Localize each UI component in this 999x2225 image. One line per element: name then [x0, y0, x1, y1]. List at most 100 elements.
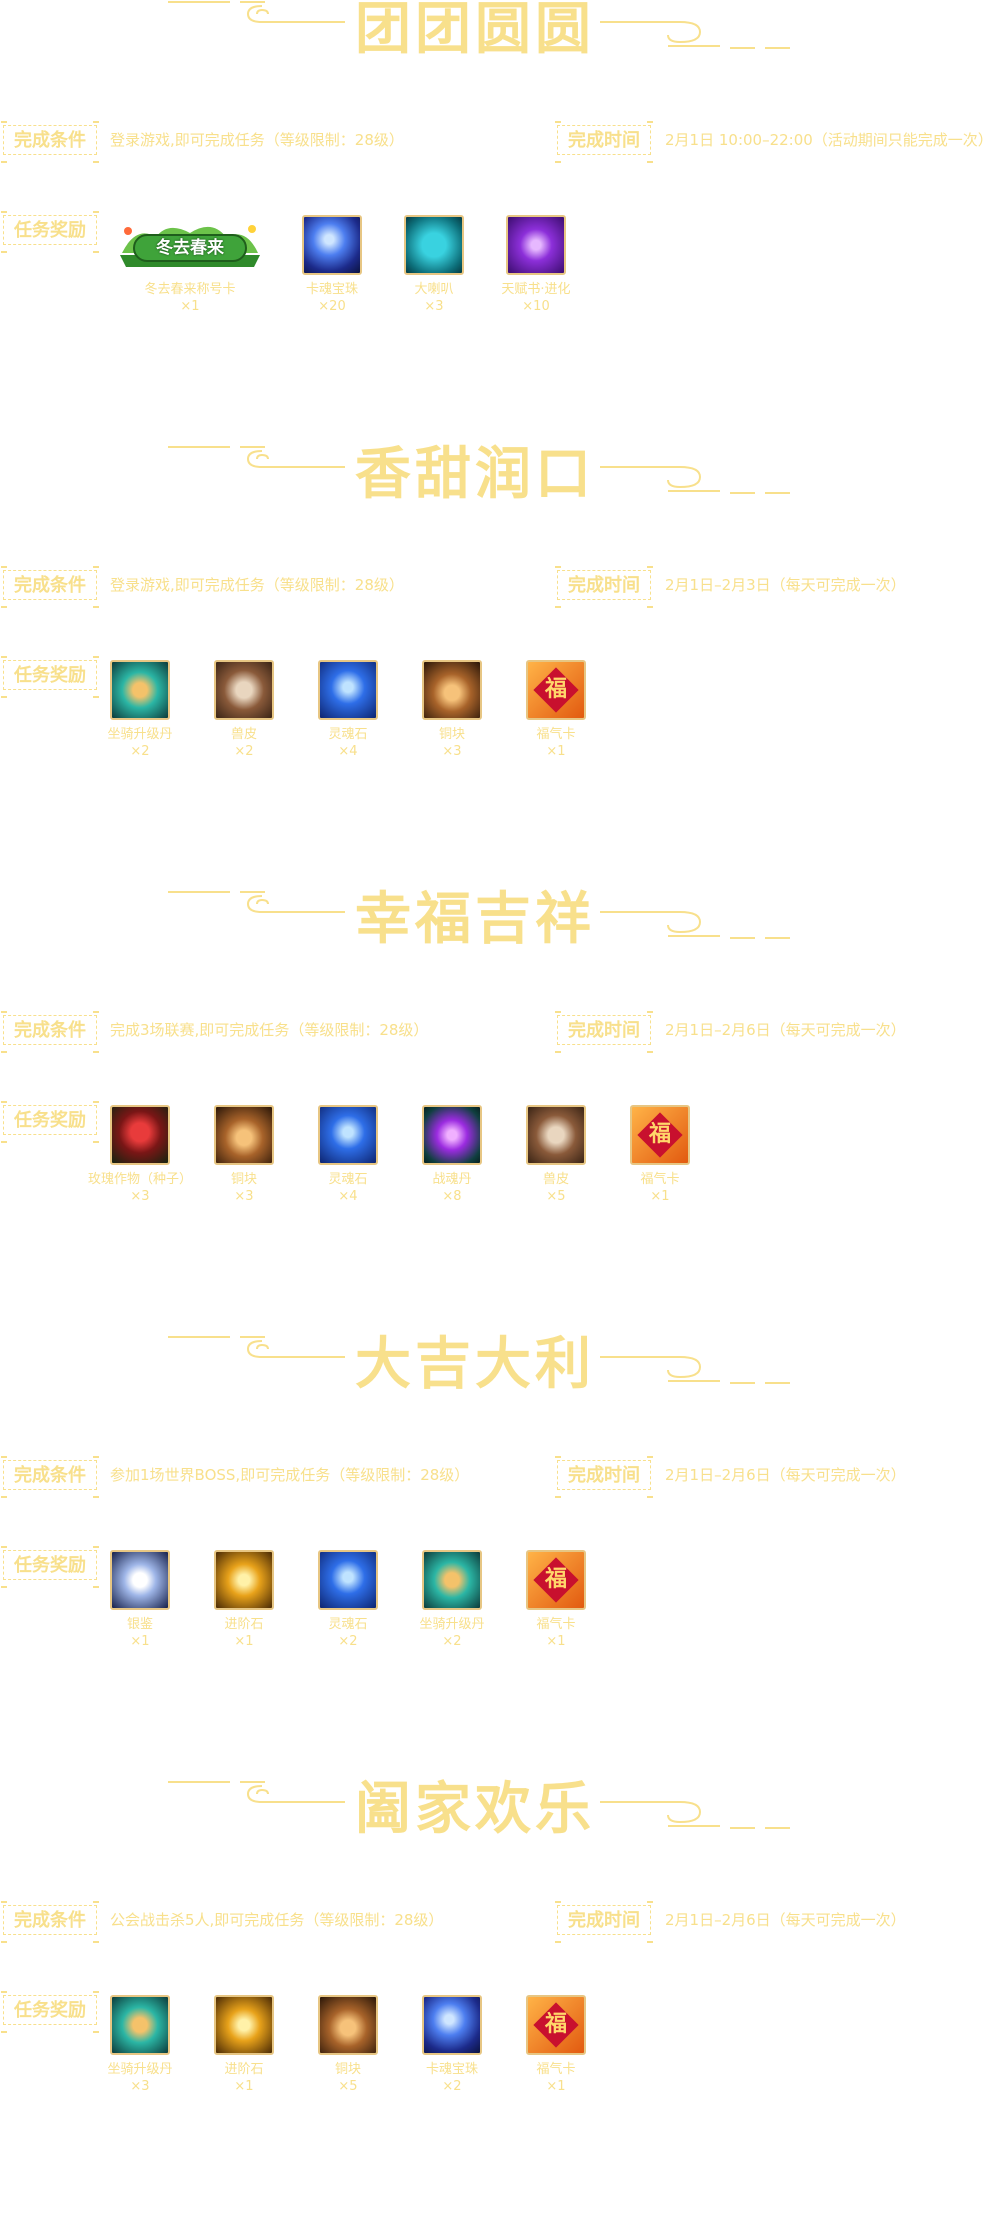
- reward-qty: ×20: [318, 299, 346, 314]
- section-title: 大吉大利: [355, 1331, 595, 1397]
- reward-qty: ×2: [234, 744, 254, 759]
- reward-qty: ×2: [130, 744, 150, 759]
- reward-item[interactable]: 灵魂石×4: [296, 1105, 400, 1205]
- reward-name: 坐骑升级丹: [107, 727, 173, 742]
- condition-text: 登录游戏,即可完成任务（等级限制：28级）: [110, 576, 404, 594]
- reward-label: 任务奖励: [1, 1991, 99, 2033]
- reward-item[interactable]: 卡魂宝珠×20: [280, 215, 384, 315]
- fortune-glyph-text: 福: [544, 677, 567, 702]
- beast-hide-icon: [214, 660, 274, 720]
- fortune-glyph-text: 福: [544, 1567, 567, 1592]
- reward-qty: ×4: [338, 1189, 358, 1204]
- section-title-row: 团团圆圆: [0, 0, 999, 70]
- title-card-icon: 冬去春来: [116, 215, 264, 275]
- reward-qty: ×3: [234, 1189, 254, 1204]
- condition-label: 完成条件: [1, 121, 99, 163]
- time-text: 2月1日–2月6日（每天可完成一次）: [665, 1466, 906, 1484]
- reward-name: 坐骑升级丹: [419, 1617, 485, 1632]
- time-text: 2月1日–2月3日（每天可完成一次）: [665, 576, 906, 594]
- reward-label: 任务奖励: [1, 1546, 99, 1588]
- reward-item[interactable]: 天赋书·进化 ×10: [484, 215, 588, 315]
- reward-item[interactable]: 进阶石×1: [192, 1995, 296, 2095]
- time-label: 完成时间: [555, 1456, 653, 1498]
- reward-item[interactable]: 福福气卡×1: [504, 1995, 608, 2095]
- time-text: 2月1日–2月6日（每天可完成一次）: [665, 1911, 906, 1929]
- reward-item[interactable]: 坐骑升级丹 ×2: [88, 660, 192, 760]
- cloud-ornament-icon: [168, 1, 790, 49]
- reward-name: 铜块: [334, 2062, 361, 2077]
- reward-name: 灵魂石: [328, 1617, 368, 1632]
- reward-item[interactable]: 冬去春来冬去春来称号卡×1: [110, 215, 270, 315]
- reward-item[interactable]: 兽皮×5: [504, 1105, 608, 1205]
- section-title: 香甜润口: [355, 441, 595, 507]
- task-section-3: 幸福吉祥 完成条件 完成3场联赛,即可完成任务（等级限制：28级） 完成时间 2…: [0, 886, 999, 1335]
- reward-item[interactable]: 卡魂宝珠×2: [400, 1995, 504, 2095]
- reward-name: 坐骑升级丹: [107, 2062, 173, 2077]
- reward-item[interactable]: 兽皮×2: [192, 660, 296, 760]
- reward-item[interactable]: 铜块×3: [192, 1105, 296, 1205]
- rose-seed-icon: [110, 1105, 170, 1165]
- reward-item[interactable]: 大喇叭×3: [382, 215, 486, 315]
- condition-text: 公会战击杀5人,即可完成任务（等级限制：28级）: [110, 1911, 444, 1929]
- section-title: 团团圆圆: [355, 0, 595, 62]
- reward-name: 灵魂石: [328, 727, 368, 742]
- reward-item[interactable]: 战魂丹 ×8: [400, 1105, 504, 1205]
- reward-item[interactable]: 福福气卡 ×1: [504, 660, 608, 760]
- reward-qty: ×1: [546, 744, 566, 759]
- reward-qty: ×10: [522, 299, 550, 314]
- section-title-row: 大吉大利: [0, 1331, 999, 1405]
- reward-item[interactable]: 灵魂石 ×4: [296, 660, 400, 760]
- reward-name: 铜块: [438, 727, 465, 742]
- reward-item[interactable]: 福福气卡×1: [504, 1550, 608, 1650]
- reward-qty: ×4: [338, 744, 358, 759]
- time-label: 完成时间: [555, 1901, 653, 1943]
- fortune-glyph-text: 福: [544, 2012, 567, 2037]
- reward-name: 冬去春来称号卡: [144, 282, 236, 297]
- reward-qty: ×1: [234, 2079, 254, 2094]
- talent-book-icon: [506, 215, 566, 275]
- reward-name: 进阶石: [224, 1617, 264, 1632]
- reward-item[interactable]: 坐骑升级丹×3: [88, 1995, 192, 2095]
- task-section-5: 阖家欢乐 完成条件 公会战击杀5人,即可完成任务（等级限制：28级） 完成时间 …: [0, 1776, 999, 2225]
- reward-item[interactable]: 铜块×3: [400, 660, 504, 760]
- copper-block-icon: [422, 660, 482, 720]
- reward-qty: ×1: [546, 2079, 566, 2094]
- soul-stone-icon: [318, 660, 378, 720]
- reward-qty: ×2: [442, 1634, 462, 1649]
- reward-qty: ×8: [442, 1189, 462, 1204]
- task-section-4: 大吉大利 完成条件 参加1场世界BOSS,即可完成任务（等级限制：28级） 完成…: [0, 1331, 999, 1780]
- task-section-1: 团团圆圆 完成条件 登录游戏,即可完成任务（等级限制：28级） 完成时间 2月1…: [0, 0, 999, 445]
- copper-block-icon: [318, 1995, 378, 2055]
- reward-item[interactable]: 灵魂石×2: [296, 1550, 400, 1650]
- reward-qty: ×1: [130, 1634, 150, 1649]
- reward-name: 战魂丹: [432, 1172, 472, 1187]
- reward-label: 任务奖励: [1, 1101, 99, 1143]
- blue-orb-icon: [422, 1995, 482, 2055]
- reward-item[interactable]: 银鉴×1: [88, 1550, 192, 1650]
- reward-item[interactable]: 玫瑰作物（种子）×3: [88, 1105, 192, 1205]
- soul-stone-icon: [318, 1105, 378, 1165]
- purple-pill-icon: [422, 1105, 482, 1165]
- reward-name: 福气卡: [640, 1172, 680, 1187]
- reward-item[interactable]: 铜块×5: [296, 1995, 400, 2095]
- reward-label: 任务奖励: [1, 656, 99, 698]
- reward-item[interactable]: 坐骑升级丹 ×2: [400, 1550, 504, 1650]
- reward-qty: ×1: [650, 1189, 670, 1204]
- section-title-row: 阖家欢乐: [0, 1776, 999, 1850]
- condition-label: 完成条件: [1, 1456, 99, 1498]
- section-title: 幸福吉祥: [355, 886, 595, 952]
- soul-stone-icon: [318, 1550, 378, 1610]
- reward-name: 玫瑰作物（种子）: [88, 1172, 193, 1187]
- banner-text: 冬去春来: [156, 238, 224, 258]
- condition-text: 登录游戏,即可完成任务（等级限制：28级）: [110, 131, 404, 149]
- reward-name: 福气卡: [536, 727, 576, 742]
- megaphone-icon: [404, 215, 464, 275]
- reward-item[interactable]: 福福气卡×1: [608, 1105, 712, 1205]
- reward-name: 卡魂宝珠: [425, 2062, 478, 2077]
- reward-qty: ×5: [546, 1189, 566, 1204]
- reward-name: 天赋书·进化: [501, 282, 571, 297]
- reward-item[interactable]: 进阶石×1: [192, 1550, 296, 1650]
- time-label: 完成时间: [555, 566, 653, 608]
- time-label: 完成时间: [555, 121, 653, 163]
- mount-pill-icon: [110, 1995, 170, 2055]
